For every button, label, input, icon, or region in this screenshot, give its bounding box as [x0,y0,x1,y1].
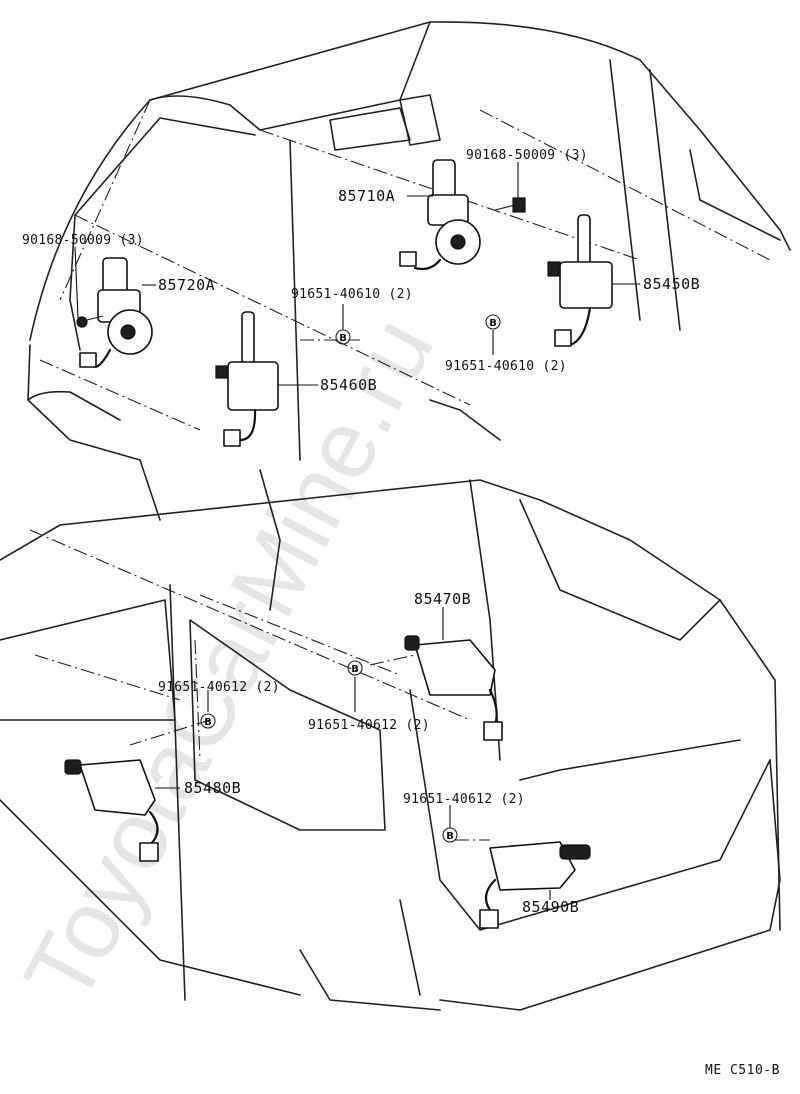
label-85450b: 85450B [643,275,700,293]
label-85460b: 85460B [320,376,377,394]
rear-van-outline [0,479,781,1011]
front-van-outline [27,21,791,611]
ref-marker-screw-left: B [335,329,351,345]
svg-text:B: B [339,333,347,344]
rear-van-chain-lines [29,529,490,841]
bolt-left [76,315,104,328]
label-85480b: 85480B [184,779,241,797]
callout-bolt-left: 90168-50009 (3) [22,233,144,248]
callout-screw-back-door: 91651-40612 (2) [403,792,525,807]
svg-text:B: B [204,717,212,728]
figure-code: ME C510-B [705,1063,780,1078]
callout-screw-right: 91651-40610 (2) [445,359,567,374]
svg-text:B: B [489,318,497,329]
callout-bolt-right: 90168-50009 (3) [466,148,588,163]
front-van-chain-lines [39,99,771,431]
ref-marker-screw-rear-left: B [200,713,216,729]
bolt-right [494,197,526,213]
ref-marker-screw-right: B [485,314,501,330]
actuator-85460b [215,311,279,447]
leader-lines [74,162,640,900]
actuator-85480b [64,759,159,862]
actuator-85490b [479,841,591,929]
motor-85710a [399,159,481,271]
ref-marker-screw-rear-door: B [347,660,363,676]
ref-marker-screw-back-door: B [442,827,458,843]
label-85710a: 85710A [338,187,395,205]
label-85470b: 85470B [414,590,471,608]
motor-85720a [79,257,153,368]
callout-screw-rear-door: 91651-40612 (2) [308,718,430,733]
callout-screw-left: 91651-40610 (2) [291,287,413,302]
label-85490b: 85490B [522,898,579,916]
actuator-85470b [404,635,503,741]
svg-text:B: B [446,831,454,842]
svg-text:B: B [351,664,359,675]
callout-screw-rear-left-upper: 91651-40612 (2) [158,680,280,695]
label-85720a: 85720A [158,276,215,294]
actuator-85450b [547,214,613,347]
